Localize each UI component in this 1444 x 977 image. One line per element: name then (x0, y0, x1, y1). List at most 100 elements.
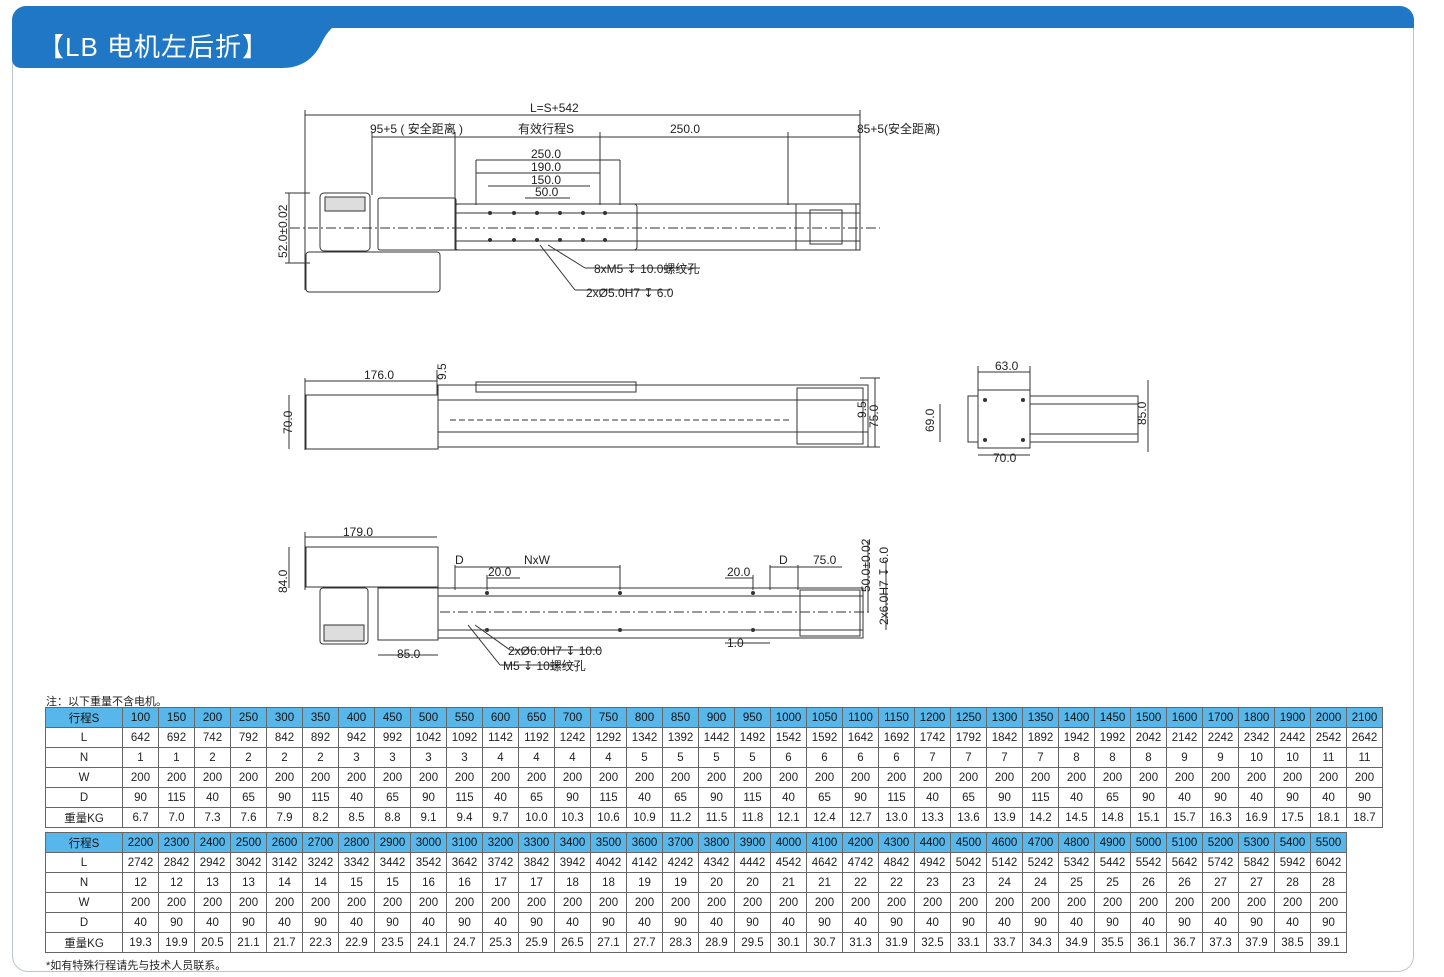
table-cell: 90 (1094, 912, 1131, 933)
table-cell: 1400 (1058, 707, 1095, 728)
table-cell: 5642 (1166, 852, 1203, 873)
row-label: W (45, 767, 123, 788)
table-cell: 24 (986, 872, 1023, 893)
table-cell: 1200 (914, 707, 951, 728)
table-cell: 8 (1094, 747, 1131, 768)
table-cell: 4 (518, 747, 555, 768)
table-cell: 90 (446, 912, 483, 933)
table-cell: 5 (626, 747, 663, 768)
table-cell: 12.7 (842, 807, 879, 828)
table-cell: 1150 (878, 707, 915, 728)
table-cell: 17 (518, 872, 555, 893)
table-cell: 115 (302, 787, 339, 808)
table-cell: 200 (230, 767, 267, 788)
table-cell: 2042 (1130, 727, 1167, 748)
table-cell: 1000 (770, 707, 807, 728)
table-cell: 3000 (410, 832, 447, 853)
table-cell: 21 (806, 872, 843, 893)
table-cell: 90 (1202, 787, 1239, 808)
table-cell: 450 (374, 707, 411, 728)
table-cell: 5142 (986, 852, 1023, 873)
table-cell: 8 (1130, 747, 1167, 768)
dim-pin-bottom: 2x6.0H7 ↧ 6.0 (877, 547, 891, 625)
table-cell: 3800 (698, 832, 735, 853)
table-cell: 40 (770, 787, 807, 808)
table-cell: 1350 (1022, 707, 1059, 728)
table-cell: 1192 (518, 727, 555, 748)
table-cell: 200 (806, 767, 843, 788)
table-cell: 17.5 (1274, 807, 1311, 828)
table-cell: 800 (626, 707, 663, 728)
table-cell: 842 (266, 727, 303, 748)
table-cell: 1292 (590, 727, 627, 748)
table-cell: 34.3 (1022, 932, 1059, 953)
table-cell: 1392 (662, 727, 699, 748)
table-cell: 37.3 (1202, 932, 1239, 953)
table-cell: 1442 (698, 727, 735, 748)
table-cell: 200 (662, 892, 699, 913)
table-cell: 2842 (158, 852, 195, 873)
table-cell: 17 (482, 872, 519, 893)
dim-c190: 190.0 (531, 160, 561, 174)
table-cell: 2 (194, 747, 231, 768)
table-cell: 25.3 (482, 932, 519, 953)
table-cell: 3500 (590, 832, 627, 853)
table-cell: 5442 (1094, 852, 1131, 873)
dim-20a: 20.0 (488, 565, 512, 579)
table-cell: 200 (482, 767, 519, 788)
table-cell: 90 (554, 787, 591, 808)
table-cell: 28 (1274, 872, 1311, 893)
table-cell: 300 (266, 707, 303, 728)
table-cell: 27 (1238, 872, 1275, 893)
table-cell: 200 (1166, 767, 1203, 788)
table-cell: 40 (770, 912, 807, 933)
table-cell: 200 (1058, 767, 1095, 788)
table-cell: 9 (1166, 747, 1203, 768)
table-cell: 1692 (878, 727, 915, 748)
table-cell: 2142 (1166, 727, 1203, 748)
table-cell: 32.5 (914, 932, 951, 953)
table-cell: 39.1 (1310, 932, 1347, 953)
dim-70-end: 70.0 (993, 451, 1017, 465)
table-cell: 24.1 (410, 932, 447, 953)
table-cell: 13.6 (950, 807, 987, 828)
table-cell: 4900 (1094, 832, 1131, 853)
table-cell: 65 (374, 787, 411, 808)
table-cell: 5742 (1202, 852, 1239, 873)
table-cell: 5200 (1202, 832, 1239, 853)
table-cell: 40 (914, 787, 951, 808)
table-cell: 14 (302, 872, 339, 893)
table-cell: 90 (302, 912, 339, 933)
table-cell: 3400 (554, 832, 591, 853)
table-cell: 200 (554, 767, 591, 788)
table-cell: 1100 (842, 707, 879, 728)
table-cell: 200 (842, 892, 879, 913)
table-cell: 22.3 (302, 932, 339, 953)
table-cell: 90 (1022, 912, 1059, 933)
table-cell: 200 (806, 892, 843, 913)
table-cell: 115 (1022, 787, 1059, 808)
dim-safe-left: 95+5 ( 安全距离 ) (370, 121, 463, 136)
table-cell: 200 (446, 767, 483, 788)
table-cell: 200 (842, 767, 879, 788)
table-cell: 6 (878, 747, 915, 768)
table-cell: 40 (338, 787, 375, 808)
table-cell: 200 (374, 892, 411, 913)
table-cell: 16.9 (1238, 807, 1275, 828)
table-cell: 26 (1166, 872, 1203, 893)
table-cell: 40 (410, 912, 447, 933)
table-cell: 90 (878, 912, 915, 933)
table-cell: 14.5 (1058, 807, 1095, 828)
table-cell: 35.5 (1094, 932, 1131, 953)
table-cell: 200 (1166, 892, 1203, 913)
table-cell: 950 (734, 707, 771, 728)
table-cell: 200 (338, 767, 375, 788)
page-title: 【LB 电机左后折】 (38, 32, 270, 62)
table-cell: 200 (1094, 892, 1131, 913)
table-cell: 200 (698, 892, 735, 913)
table-cell: 37.9 (1238, 932, 1275, 953)
table-cell: 4600 (986, 832, 1023, 853)
table-cell: 3542 (410, 852, 447, 873)
table-cell: 1300 (986, 707, 1023, 728)
